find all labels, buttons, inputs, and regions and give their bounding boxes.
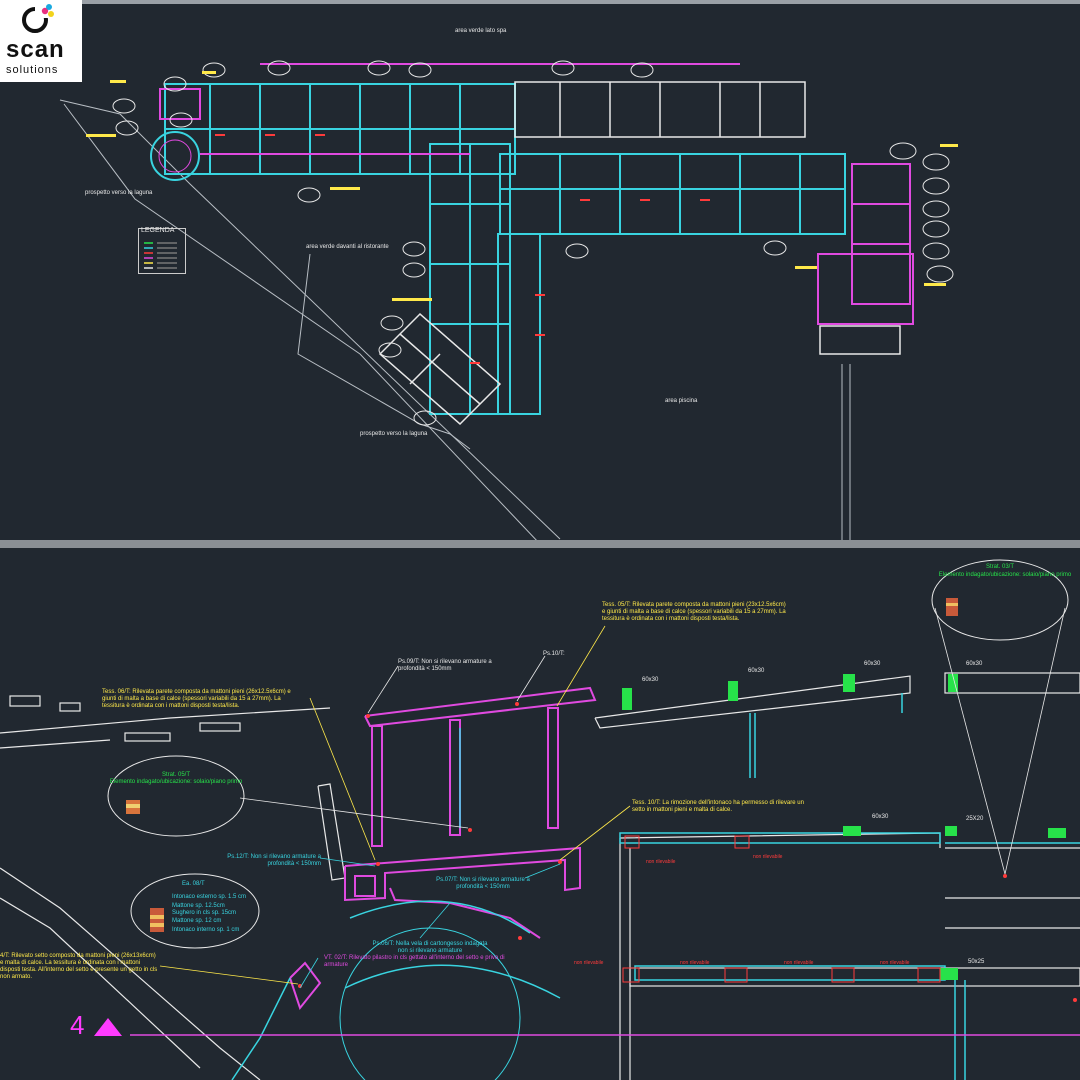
- strat05-subtitle: Elemento indagato/ubicazione: solaio/pia…: [109, 779, 243, 785]
- section-marker-number: 4: [70, 1010, 85, 1040]
- strat03-title: Strat. 03/T: [985, 564, 1014, 570]
- non-rilevabile-label: non rilevabile: [680, 960, 710, 966]
- detail-panel[interactable]: Tess. 05/T: Rilevata parete composta da …: [0, 548, 1080, 1080]
- label-area-ristorante: area verde davanti al ristorante: [306, 244, 389, 250]
- ea08-item: Sughero in cls sp. 15cm: [172, 910, 237, 916]
- non-rilevabile-label: non rilevabile: [646, 859, 676, 865]
- ea08-item: Mattone sp. 12 cm: [172, 918, 222, 924]
- strat03-subtitle: Elemento indagato/ubicazione: solaio/pia…: [938, 572, 1072, 578]
- non-rilevabile-label: non rilevabile: [574, 960, 604, 966]
- logo-subtext: solutions: [6, 64, 59, 76]
- annotation-vt02: VT. 02/T: Rilevato pilastro in cls getta…: [324, 955, 505, 968]
- dim-label: 25X20: [966, 816, 984, 822]
- dim-label: 60x30: [966, 661, 983, 667]
- annotation-ps06: Ps.06/T: Nella vela di cartongesso indag…: [372, 941, 488, 954]
- dim-label: 60x30: [748, 668, 765, 674]
- ea08-item: Mattone sp. 12.5cm: [172, 903, 225, 909]
- ea08-item: Intonaco interno sp. 1 cm: [172, 927, 240, 933]
- logo-text: scan: [6, 36, 65, 63]
- non-rilevabile-label: non rilevabile: [753, 854, 783, 860]
- legend-title: LEGENDA: [141, 227, 175, 234]
- floor-plan-drawing: [59, 60, 958, 540]
- annotation-tess05: Tess. 05/T: Rilevata parete composta da …: [602, 602, 786, 622]
- ea08-item: Intonaco esterno sp. 1.5 cm: [172, 894, 247, 900]
- non-rilevabile-label: non rilevabile: [880, 960, 910, 966]
- dim-label: 60x30: [864, 661, 881, 667]
- label-prospetto-laguna-1: prospetto verso la laguna: [85, 190, 153, 196]
- annotation-ps10: Ps.10/T:: [543, 651, 565, 657]
- brand-logo: scan solutions: [0, 0, 82, 82]
- dim-label: 60x30: [642, 677, 659, 683]
- annotation-tess06: Tess. 06/T: Rilevata parete composta da …: [102, 689, 291, 709]
- annotation-ps07: Ps.07/T: Non si rilevano armature a prof…: [436, 877, 530, 890]
- logo-mark-icon: [22, 4, 54, 33]
- ea08-title: Ea. 08/T: [182, 881, 205, 887]
- annotation-ps12: Ps.12/T: Non si rilevano armature a prof…: [227, 854, 321, 867]
- annotation-tess10: Tess. 10/T: La rimozione dell'intonaco h…: [632, 800, 804, 813]
- panel-divider: [0, 540, 1080, 548]
- detail-drawing: [0, 559, 1080, 1080]
- dim-label: 60x30: [872, 814, 889, 820]
- non-rilevabile-label: non rilevabile: [784, 960, 814, 966]
- dim-label: 50x25: [968, 959, 985, 965]
- label-prospetto-laguna-2: prospetto verso la laguna: [360, 431, 428, 437]
- label-area-piscina: area piscina: [665, 398, 698, 404]
- label-area-spa: area verde lato spa: [455, 28, 507, 34]
- strat05-title: Strat. 05/T: [161, 772, 190, 778]
- legend-box[interactable]: LEGENDA: [138, 227, 186, 274]
- floor-plan-panel[interactable]: area verde lato spa area verde davanti a…: [0, 0, 1080, 540]
- annotation-ps09: Ps.09/T: Non si rilevano armature a prof…: [398, 659, 492, 672]
- annotation-left-note: 4/T: Rilevato setto composto da mattoni …: [0, 953, 158, 980]
- legend-items: [144, 242, 177, 269]
